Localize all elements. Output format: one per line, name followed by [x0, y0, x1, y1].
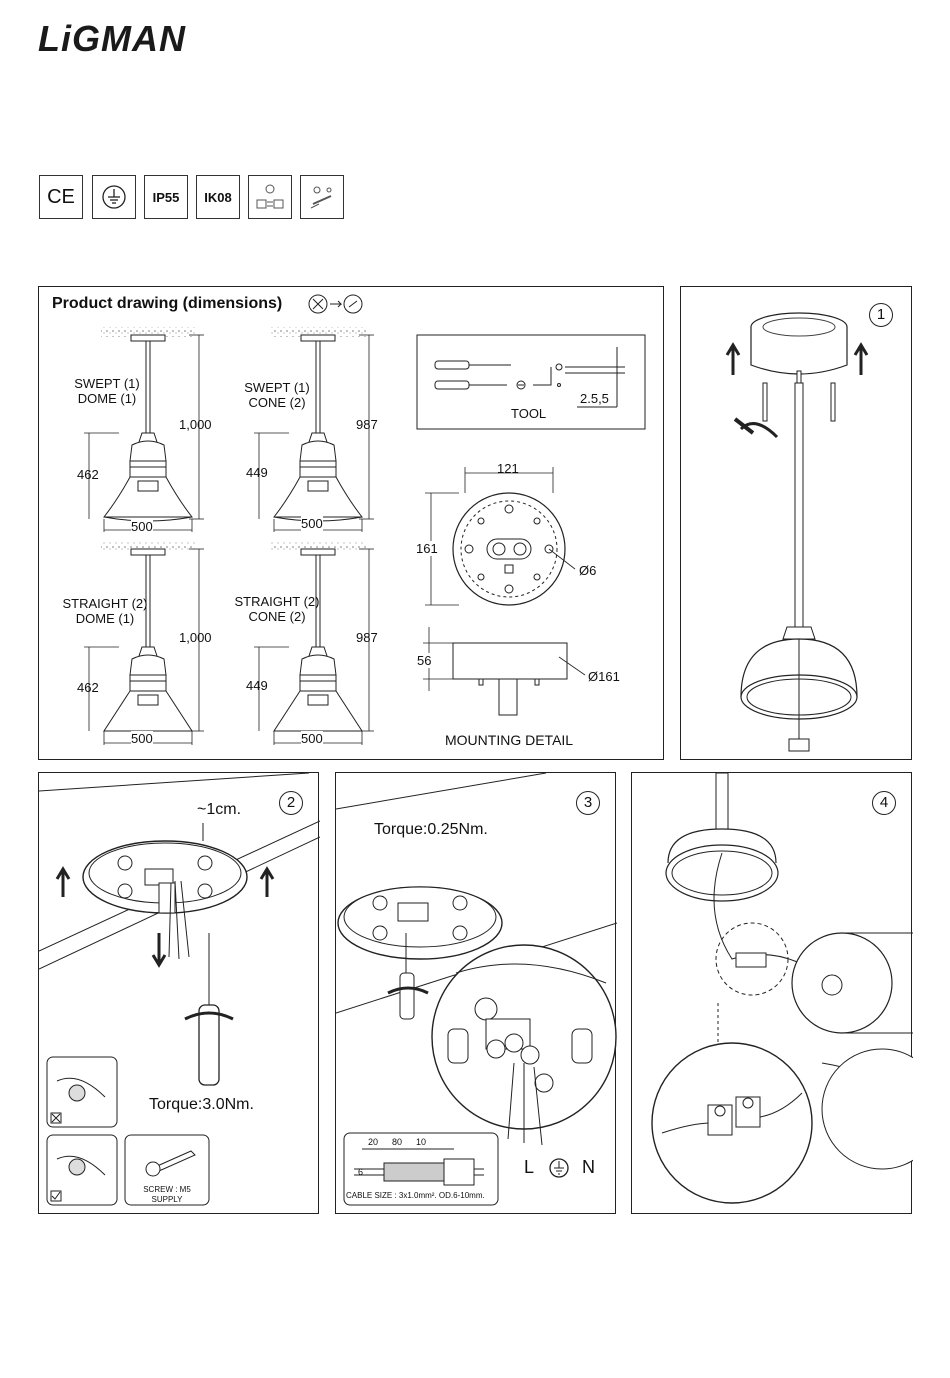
terminal-neutral-label: N [582, 1157, 595, 1177]
step-1-illustration [725, 312, 869, 752]
product-drawing-panel: Product drawing (dimensions) [38, 286, 664, 760]
strip-dim-6: 6 [358, 1167, 364, 1177]
tool-size: 2.5,5 [580, 391, 609, 406]
step-2-illustration [39, 773, 320, 1206]
step-number-badge: 2 [279, 791, 303, 815]
ce-mark-icon: CE [39, 175, 83, 219]
earth-ground-icon [92, 175, 136, 219]
step-3-illustration [336, 773, 617, 1206]
mount-width: 121 [497, 461, 519, 476]
dimension-total: 1,000 [179, 630, 212, 645]
dimension-width: 500 [301, 731, 323, 746]
terminal-live-label: L [524, 1157, 535, 1177]
tool-label: TOOL [511, 406, 547, 421]
variant-name: STRAIGHT (2)DOME (1) [62, 596, 148, 626]
dimension-height: 449 [246, 678, 268, 693]
step-4-panel: 4 [631, 772, 913, 1214]
dimension-height: 449 [246, 465, 268, 480]
step-number-badge: 3 [576, 791, 600, 815]
dimension-total: 987 [356, 417, 378, 432]
torque-label: Torque:3.0Nm. [149, 1096, 254, 1113]
step-number-badge: 1 [869, 303, 893, 327]
dimension-height: 462 [77, 467, 99, 482]
step-number-badge: 4 [872, 791, 896, 815]
brand-logo: LiGMAN [38, 18, 186, 59]
step-1-panel: 1 [680, 286, 912, 760]
cutting-arrow-icon [308, 294, 363, 314]
dimension-total: 1,000 [179, 417, 212, 432]
strip-length-label: ~1cm. [197, 801, 242, 818]
strip-dim-20: 20 [368, 1137, 379, 1147]
installation-icon [300, 175, 344, 219]
variant-name: SWEPT (1)CONE (2) [244, 380, 310, 410]
dimension-total: 987 [356, 630, 378, 645]
step-3-panel: 3 Torque:0.25Nm. 20 80 10 6 CABLE SIZE :… [335, 772, 617, 1214]
dimension-width: 500 [131, 519, 153, 534]
voltage-icon [248, 175, 292, 219]
cable-size-label: CABLE SIZE : 3x1.0mm². OD.6-10mm. [346, 1191, 485, 1200]
ik-rating-icon: IK08 [196, 175, 240, 219]
product-drawing-title: Product drawing (dimensions) [52, 295, 283, 312]
mounting-detail-label: MOUNTING DETAIL [445, 732, 574, 748]
ip-rating-icon: IP55 [144, 175, 188, 219]
mount-hole: Ø6 [579, 563, 597, 578]
earth-ground-icon [549, 1158, 569, 1178]
variant-name: STRAIGHT (2)CONE (2) [234, 594, 320, 624]
strip-dim-10: 10 [416, 1137, 427, 1147]
step-4-illustration [651, 773, 913, 1204]
mount-height: 161 [416, 541, 438, 556]
mount-diameter: Ø161 [588, 669, 620, 684]
dimension-width: 500 [131, 731, 153, 746]
dimension-height: 462 [77, 680, 99, 695]
lamp-dimension-drawings [84, 327, 646, 745]
variant-name: SWEPT (1)DOME (1) [74, 376, 140, 406]
dimension-width: 500 [301, 516, 323, 531]
strip-dim-80: 80 [392, 1137, 403, 1147]
mount-depth: 56 [417, 653, 432, 668]
torque-label: Torque:0.25Nm. [374, 821, 488, 838]
